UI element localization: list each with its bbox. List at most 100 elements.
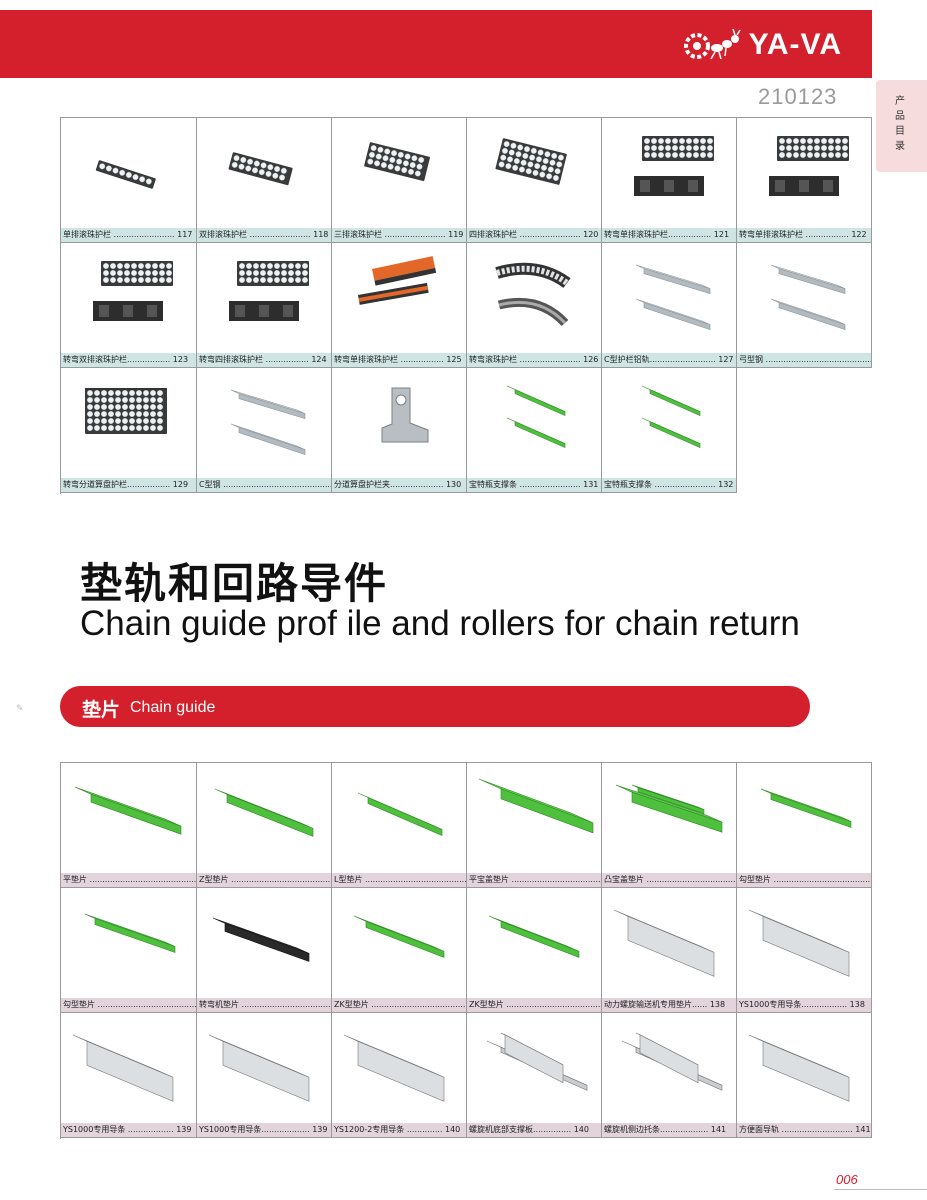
product-cell[interactable]: 转弯双排滚珠护栏................. 123: [61, 243, 197, 368]
product-cell[interactable]: Z型垫片 ...................................…: [197, 763, 332, 888]
pet-bottle-support-strip-icon: [506, 385, 566, 449]
product-page-number: 140: [445, 1125, 461, 1134]
product-label: YS1000专用导条...................: [199, 1125, 310, 1134]
product-label: 螺旋机底部支撑板...............: [469, 1125, 572, 1134]
flat-wear-strip-icon: [74, 786, 182, 835]
product-label: YS1200-2专用导条 ..............: [334, 1125, 443, 1134]
product-cell[interactable]: 动力螺旋输送机专用垫片...... 138: [602, 888, 737, 1013]
product-cell[interactable]: 平宝盖垫片 ..................................…: [467, 763, 602, 888]
product-cell[interactable]: 转弯单排滚珠护栏 ................. 125: [332, 243, 467, 368]
product-caption: 螺旋机侧边托条................... 141: [602, 1123, 736, 1137]
product-caption: 双排滚珠护栏 ........................ 118: [197, 228, 331, 242]
spiral-side-support-strip-icon: [621, 1032, 723, 1091]
product-cell[interactable]: YS1000专用导条................... 139: [197, 1013, 332, 1138]
product-caption: YS1000专用导条.................. 138: [737, 998, 871, 1012]
z-wear-strip-icon: [214, 788, 314, 837]
product-label: 转弯单排滚珠护栏 .................: [334, 355, 444, 364]
product-cell[interactable]: YS1200-2专用导条 .............. 140: [332, 1013, 467, 1138]
product-caption: 转弯机垫片 ..................................…: [197, 998, 331, 1012]
product-cell[interactable]: 平垫片 ....................................…: [61, 763, 197, 888]
brand-logo: YA-VA: [681, 28, 842, 62]
product-label: Z型垫片 ...................................…: [199, 875, 331, 884]
product-cell[interactable]: ZK型垫片 ..................................…: [332, 888, 467, 1013]
zk-wear-strip-icon: [488, 915, 580, 958]
product-cell[interactable]: 勾型垫片 ...................................…: [737, 763, 872, 888]
product-cell[interactable]: 单排滚珠护栏 ........................ 117: [61, 118, 197, 243]
product-page-number: 121: [713, 230, 730, 239]
product-label: 转弯单排滚珠护栏 .................: [739, 230, 849, 239]
product-cell[interactable]: 勾型垫片 ...................................…: [61, 888, 197, 1013]
spiral-bottom-support-plate-icon: [486, 1032, 588, 1091]
product-caption: C型护栏铝轨.......................... 127: [602, 353, 736, 367]
hook-wear-strip-icon: [760, 788, 852, 828]
product-label: ZK型垫片 ..................................…: [334, 1000, 466, 1009]
curve-double-roller-guide-rail-icon: [93, 261, 173, 321]
spiral-conveyor-wear-strip-icon: [613, 909, 715, 977]
product-label: ZK型垫片 ..................................…: [469, 1000, 601, 1009]
product-caption: 转弯双排滚珠护栏................. 123: [61, 353, 196, 367]
product-caption: ZK型垫片 ..................................…: [467, 998, 601, 1012]
product-caption: 转弯单排滚珠护栏 ................. 122: [737, 228, 871, 242]
product-label: 弓型钢 ....................................…: [739, 355, 871, 364]
product-cell[interactable]: YS1000专用导条.................. 138: [737, 888, 872, 1013]
product-label: 凸宝盖垫片 ..................................…: [604, 875, 736, 884]
product-cell[interactable]: C型护栏铝轨.......................... 127: [602, 243, 737, 368]
chain-guide-section-bar: 垫片 Chain guide: [60, 686, 810, 727]
product-cell[interactable]: 转弯机垫片 ..................................…: [197, 888, 332, 1013]
product-cell[interactable]: 螺旋机底部支撑板............... 140: [467, 1013, 602, 1138]
product-cell[interactable]: 螺旋机侧边托条................... 141: [602, 1013, 737, 1138]
product-page-number: 123: [172, 355, 189, 364]
product-cell[interactable]: 双排滚珠护栏 ........................ 118: [197, 118, 332, 243]
product-cell[interactable]: 转弯分道算盘护栏................. 129: [61, 368, 197, 493]
product-caption: 四排滚珠护栏 ........................ 120: [467, 228, 601, 242]
product-cell[interactable]: L型垫片 ...................................…: [332, 763, 467, 888]
header-banner: YA-VA: [0, 10, 872, 78]
zk-wear-strip-icon: [353, 915, 445, 958]
product-page-number: 130: [445, 480, 462, 489]
product-caption: ZK型垫片 ..................................…: [332, 998, 466, 1012]
product-label: 转弯机垫片 ..................................…: [199, 1000, 331, 1009]
ys1000-guide-strip-icon: [748, 909, 850, 977]
product-page-number: 138: [709, 1000, 726, 1009]
product-cell[interactable]: YS1000专用导条 .................. 139: [61, 1013, 197, 1138]
product-cell[interactable]: 分道算盘护栏夹..................... 130: [332, 368, 467, 493]
product-caption: YS1000专用导条 .................. 139: [61, 1123, 196, 1137]
product-cell[interactable]: 弓型钢 ....................................…: [737, 243, 872, 368]
product-label: YS1000专用导条 ..................: [63, 1125, 174, 1134]
product-cell[interactable]: 转弯单排滚珠护栏................. 121: [602, 118, 737, 243]
page-number: 006: [836, 1172, 858, 1187]
product-label: 转弯双排滚珠护栏.................: [63, 355, 171, 364]
footer-rule: [834, 1189, 927, 1190]
side-tab-product-catalog[interactable]: 产品目录: [876, 80, 927, 172]
product-caption: 宝特瓶支撑条 ........................ 131: [467, 478, 601, 492]
product-label: 平垫片 ....................................…: [63, 875, 196, 884]
product-cell[interactable]: 宝特瓶支撑条 ........................ 132: [602, 368, 737, 493]
product-cell[interactable]: 三排滚珠护栏 ........................ 119: [332, 118, 467, 243]
product-caption: 凸宝盖垫片 ..................................…: [602, 873, 736, 887]
product-cell[interactable]: 方便面导轨 ............................ 141: [737, 1013, 872, 1138]
product-cell[interactable]: 宝特瓶支撑条 ........................ 131: [467, 368, 602, 493]
flat-cover-wear-strip-icon: [478, 778, 594, 834]
product-cell[interactable]: 凸宝盖垫片 ..................................…: [602, 763, 737, 888]
product-cell[interactable]: 转弯四排滚珠护栏 ................. 124: [197, 243, 332, 368]
section-bar-chinese: 垫片: [82, 699, 121, 721]
double-row-roller-guide-rail-icon: [228, 152, 293, 186]
curve-wear-strip-icon: [212, 917, 310, 962]
product-cell[interactable]: 转弯滚珠护栏 ........................ 126: [467, 243, 602, 368]
product-page-number: 140: [573, 1125, 589, 1134]
ys1000-guide-strip-icon: [208, 1034, 310, 1102]
pet-bottle-support-strip-icon: [641, 385, 701, 449]
product-cell[interactable]: 转弯单排滚珠护栏 ................. 122: [737, 118, 872, 243]
product-caption: 弓型钢 ....................................…: [737, 353, 871, 367]
product-label: YS1000专用导条..................: [739, 1000, 848, 1009]
product-cell[interactable]: 四排滚珠护栏 ........................ 120: [467, 118, 602, 243]
product-caption: 三排滚珠护栏 ........................ 119: [332, 228, 466, 242]
curved-roller-guide-rail-icon: [495, 262, 571, 327]
product-cell[interactable]: ZK型垫片 ..................................…: [467, 888, 602, 1013]
product-cell[interactable]: C型钢 ....................................…: [197, 368, 332, 493]
section-bar-english: Chain guide: [130, 699, 216, 716]
curve-four-roller-guide-rail-icon: [229, 261, 309, 321]
product-label: 螺旋机侧边托条...................: [604, 1125, 709, 1134]
product-label: L型垫片 ...................................…: [334, 875, 466, 884]
